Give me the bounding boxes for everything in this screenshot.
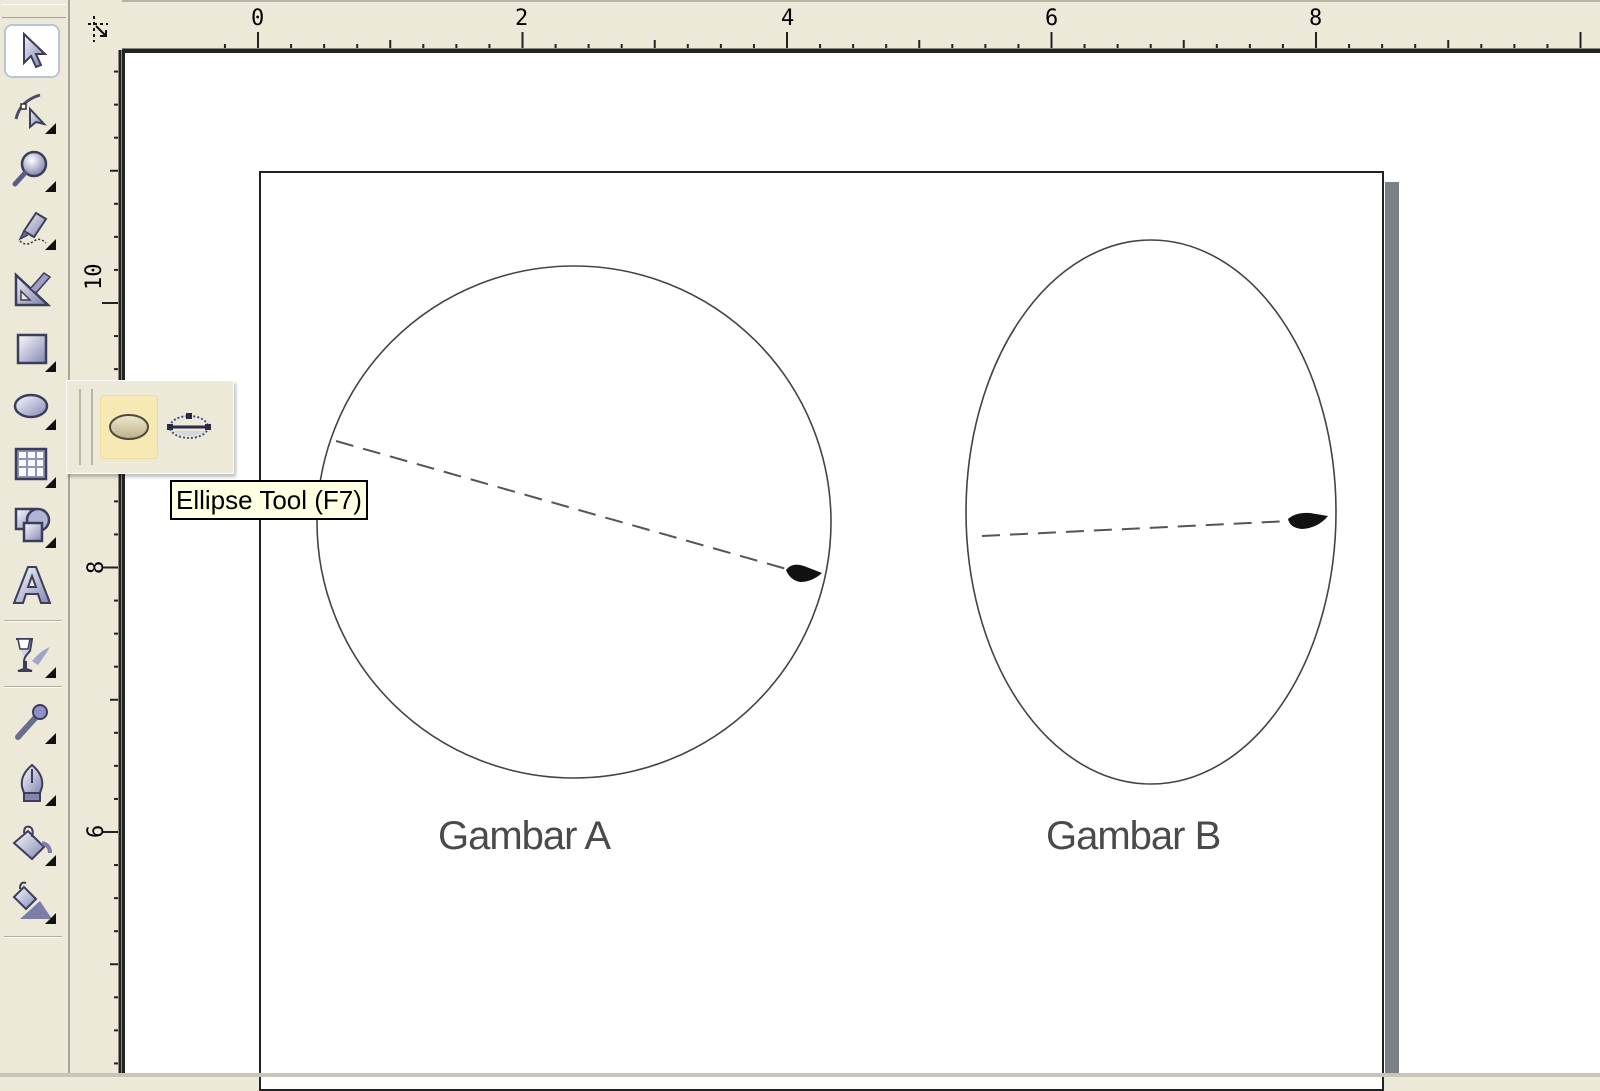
ellipse-tool-button[interactable]	[4, 380, 60, 434]
flyout-ellipse-tool-button[interactable]	[100, 395, 158, 459]
flyout-marker-icon	[45, 477, 56, 488]
ruler-label-8: 8	[1309, 6, 1323, 31]
rectangle-tool-button[interactable]	[4, 322, 60, 376]
paint-bucket-icon	[12, 825, 52, 861]
eyedropper-tool-button[interactable]	[4, 694, 60, 748]
rectangle-icon	[16, 333, 48, 365]
flyout-marker-icon	[45, 667, 56, 678]
ruler-ticks	[102, 50, 122, 1077]
window-bottom-edge	[0, 1073, 1600, 1077]
toolbox	[0, 0, 70, 1077]
interactive-fill-tool-button[interactable]	[4, 874, 60, 928]
caption-gambar-a: Gambar A	[438, 814, 611, 858]
flyout-grip[interactable]	[79, 389, 93, 465]
three-point-ellipse-icon	[167, 413, 211, 439]
ruler-origin-corner[interactable]	[72, 0, 122, 50]
shape-node-icon	[14, 93, 48, 130]
pencil-curve-icon	[18, 211, 48, 245]
ruler-label-6: 6	[1045, 6, 1059, 31]
grid-table-icon	[14, 447, 48, 481]
ruler-label-4: 4	[781, 6, 795, 31]
magnifier-icon	[12, 150, 48, 187]
text-tool-button[interactable]	[4, 558, 60, 612]
origin-crosshair-icon	[88, 16, 108, 42]
ruler-label-6v: 6	[84, 824, 109, 838]
shape-tool-button[interactable]	[4, 84, 60, 138]
fill-tool-button[interactable]	[4, 816, 60, 870]
ruler-ticks	[122, 32, 1600, 52]
smart-drawing-tool-button[interactable]	[4, 260, 60, 314]
flyout-marker-icon	[45, 795, 56, 806]
flyout-marker-icon	[45, 537, 56, 548]
ellipse-flyout-toolbar	[66, 380, 234, 474]
flyout-marker-icon	[45, 419, 56, 430]
basic-shapes-icon	[14, 507, 51, 543]
flyout-marker-icon	[45, 733, 56, 744]
flyout-marker-icon	[45, 239, 56, 250]
ruler-label-0: 0	[251, 6, 265, 31]
outline-tool-button[interactable]	[4, 756, 60, 810]
zoom-tool-button[interactable]	[4, 142, 60, 196]
bucket-gradient-icon	[12, 881, 52, 919]
flyout-3-point-ellipse-tool-button[interactable]	[160, 395, 218, 459]
ruler-label-2: 2	[515, 6, 529, 31]
document-page[interactable]	[259, 171, 1384, 1091]
toolbox-grip[interactable]	[2, 4, 66, 18]
pen-nib-icon	[20, 763, 44, 802]
horizontal-ruler[interactable]: 0 2 4 6 8	[72, 0, 1600, 52]
caption-gambar-b: Gambar B	[1046, 814, 1221, 858]
toolbox-separator	[4, 686, 62, 688]
pick-tool-button[interactable]	[4, 24, 60, 78]
toolbox-separator	[4, 620, 62, 622]
page-shadow	[1385, 182, 1399, 1077]
flyout-marker-icon	[45, 913, 56, 924]
polygon-tool-button[interactable]	[4, 438, 60, 492]
toolbox-separator	[4, 936, 62, 938]
flyout-marker-icon	[45, 361, 56, 372]
tooltip: Ellipse Tool (F7)	[170, 480, 368, 520]
flyout-marker-icon	[45, 123, 56, 134]
ruler-label-8v: 8	[84, 560, 109, 574]
ellipse-icon	[13, 393, 49, 419]
vertical-ruler[interactable]: 10 8 6	[72, 50, 122, 1077]
freehand-tool-button[interactable]	[4, 200, 60, 254]
ruler-label-10: 10	[82, 263, 107, 291]
interactive-blend-tool-button[interactable]	[4, 628, 60, 682]
basic-shapes-tool-button[interactable]	[4, 498, 60, 552]
flyout-marker-icon	[45, 181, 56, 192]
flyout-marker-icon	[45, 855, 56, 866]
triangle-ruler-pen-icon	[14, 272, 52, 307]
eyedropper-icon	[15, 704, 48, 740]
arrow-pointer-icon	[23, 31, 48, 69]
ellipse-icon	[109, 414, 149, 440]
letter-a-icon	[12, 566, 52, 604]
goblet-blend-icon	[16, 638, 50, 672]
